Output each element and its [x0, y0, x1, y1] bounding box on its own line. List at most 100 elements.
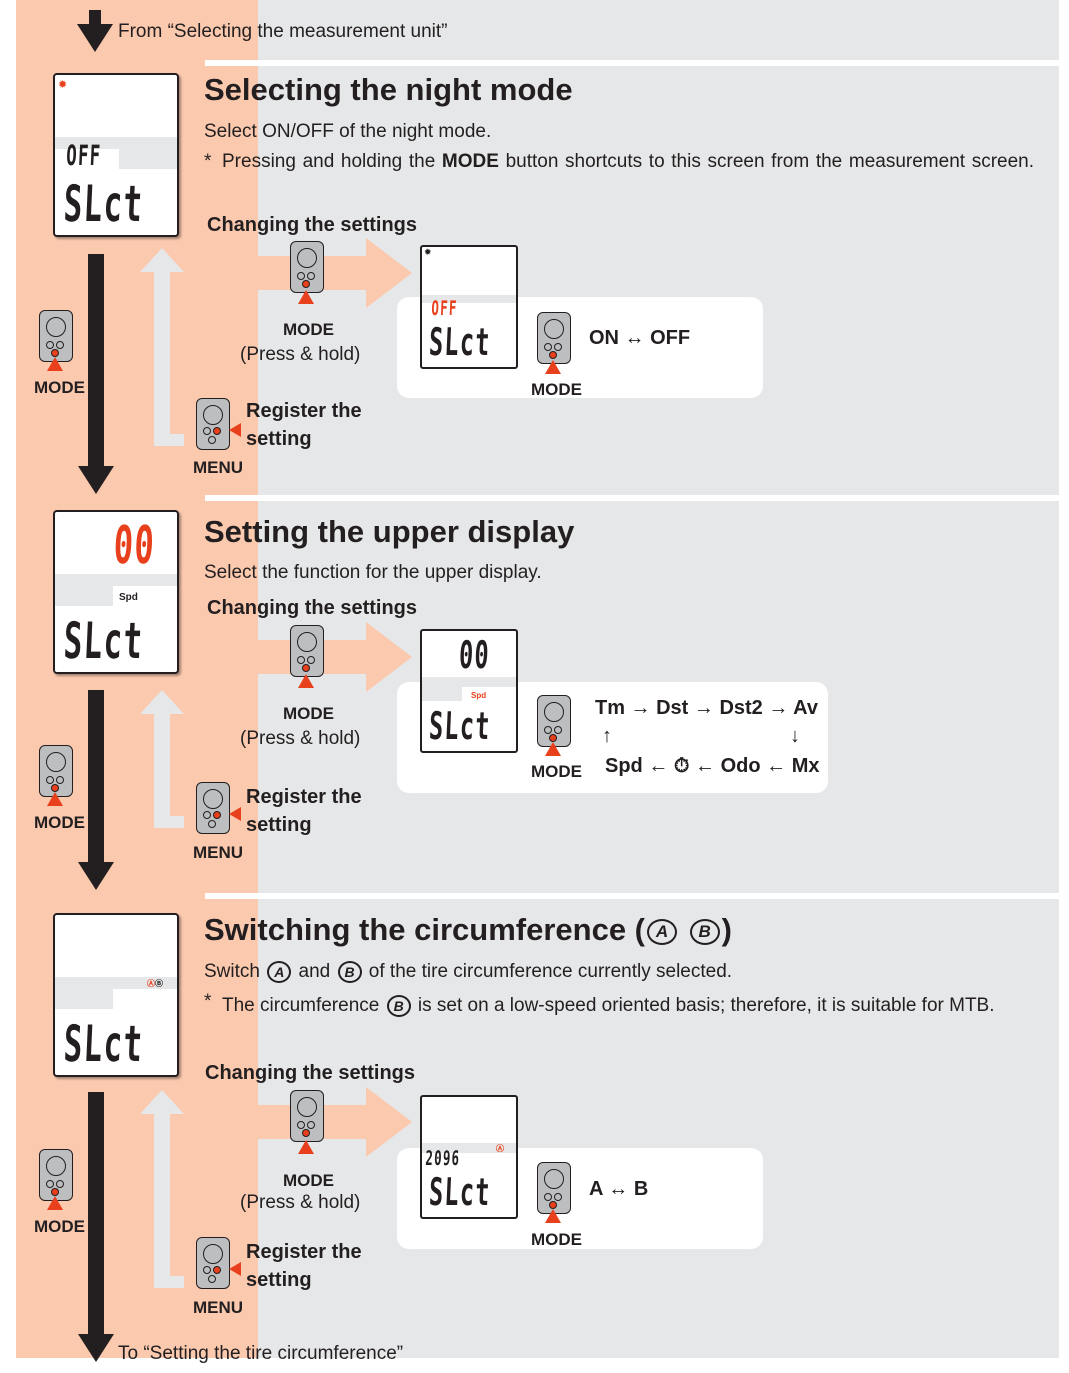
flow-arrow-shaft [89, 10, 101, 26]
flow-arrow-shaft [88, 690, 104, 866]
mode-label: MODE [531, 1230, 582, 1249]
lcd-upper-text: 00 [458, 633, 491, 677]
flow-arrow-head [77, 24, 113, 52]
press-indicator-icon [545, 1209, 561, 1223]
section-divider [205, 495, 1059, 501]
menu-label: MENU [193, 1298, 244, 1317]
cycle-down-arrow: ↓ [790, 725, 800, 747]
mode-label: MODE [34, 1217, 85, 1236]
register-label-2: setting [246, 814, 312, 836]
section-title-night-mode: Selecting the night mode [204, 72, 573, 107]
section-desc: Switch A and B of the tire circumference… [204, 961, 733, 983]
press-indicator-icon [229, 807, 241, 821]
lcd-lower-text: SLct [62, 1015, 145, 1073]
press-indicator-icon [545, 360, 561, 374]
mode-label: MODE [34, 378, 85, 397]
changing-settings-heading: Changing the settings [205, 1062, 415, 1084]
section-title-upper-display: Setting the upper display [204, 514, 575, 549]
section-desc: Select ON/OFF of the night mode. [204, 121, 492, 142]
press-indicator-icon [229, 423, 241, 437]
press-hold-label: (Press & hold) [240, 1192, 361, 1213]
mode-label: MODE [531, 380, 582, 399]
lcd-mid-text: Spd [471, 691, 487, 700]
menu-button-icon[interactable] [196, 1237, 230, 1289]
mode-button-icon[interactable] [290, 241, 324, 293]
mode-button-icon[interactable] [290, 625, 324, 677]
lcd-upper-text: 2096 [424, 1146, 461, 1170]
return-arrow [140, 1090, 184, 1288]
section-title-circumference: Switching the circumference (A B) [204, 912, 732, 947]
register-label-2: setting [246, 428, 312, 450]
flow-arrow-shaft [88, 254, 104, 470]
register-label-2: setting [246, 1269, 312, 1291]
changing-settings-heading: Changing the settings [207, 214, 417, 236]
mode-button-icon[interactable] [537, 1162, 571, 1214]
flow-arrow-head [78, 862, 114, 890]
mode-label: MODE [34, 813, 85, 832]
mode-label: MODE [531, 762, 582, 781]
flow-arrow-head [78, 1334, 114, 1362]
lcd-lower-text: SLct [428, 320, 492, 364]
menu-label: MENU [193, 458, 244, 477]
press-hold-label: (Press & hold) [240, 728, 361, 749]
mode-button-icon[interactable] [290, 1090, 324, 1142]
press-indicator-icon [298, 674, 314, 688]
cycle-text: A ↔ B [589, 1178, 649, 1200]
flow-arrow-head [78, 466, 114, 494]
menu-button-icon[interactable] [196, 782, 230, 834]
press-indicator-icon [47, 792, 63, 806]
press-indicator-icon [229, 1262, 241, 1276]
lcd-lower-text: SLct [62, 175, 145, 233]
register-label-1: Register the [246, 786, 362, 808]
mode-button-icon[interactable] [537, 312, 571, 364]
note-star: * [204, 991, 212, 1012]
mode-button-icon[interactable] [537, 695, 571, 747]
menu-button-icon[interactable] [196, 398, 230, 450]
cycle-text: ON ↔ OFF [589, 327, 691, 349]
device-screen-upper-display: 00 Spd SLct [53, 510, 179, 674]
changing-settings-heading: Changing the settings [207, 597, 417, 619]
device-screen-circumference: ⒶⒷ SLct [53, 913, 179, 1077]
mode-button-icon[interactable] [39, 745, 73, 797]
mode-label: MODE [283, 1171, 334, 1190]
note-line: Pressing and holding the MODE button sho… [222, 151, 1035, 172]
section-divider [205, 893, 1059, 899]
night-icon: ✹ [58, 79, 68, 91]
press-indicator-icon [47, 1196, 63, 1210]
note-star: * [204, 151, 212, 172]
press-indicator-icon [298, 1140, 314, 1154]
menu-label: MENU [193, 843, 244, 862]
lcd-lower-text: SLct [428, 1170, 492, 1214]
circ-indicator: Ⓐ [496, 1144, 504, 1153]
device-screen-night-mode: ✹ OFF SLct [53, 73, 179, 237]
return-arrow [140, 248, 184, 446]
press-hold-label: (Press & hold) [240, 344, 361, 365]
lcd-upper-text: 00 [112, 516, 157, 576]
return-arrow [140, 690, 184, 828]
mode-button-icon[interactable] [39, 310, 73, 362]
to-label: To “Setting the tire circumference” [118, 1343, 404, 1364]
mode-label: MODE [283, 320, 334, 339]
lcd-mid-text: Spd [119, 592, 138, 603]
register-label-1: Register the [246, 400, 362, 422]
cycle-row-2: Spd ← ⏱ ← Odo ← Mx [605, 755, 820, 777]
section-divider [205, 60, 1059, 66]
note-line: The circumference B is set on a low-spee… [222, 994, 995, 1017]
from-label: From “Selecting the measurement unit” [118, 21, 448, 42]
mode-button-icon[interactable] [39, 1149, 73, 1201]
register-label-1: Register the [246, 1241, 362, 1263]
device-screen-small: ✹ OFF SLct [420, 245, 518, 369]
flow-arrow-shaft [88, 1092, 104, 1338]
device-screen-small: 00 Spd SLct [420, 629, 518, 753]
lcd-upper-text: OFF [65, 139, 103, 172]
cycle-row-1: Tm → Dst → Dst2 → Av [595, 697, 818, 719]
orange-right-arrow [258, 1087, 412, 1157]
device-screen-small: 2096 Ⓐ SLct [420, 1095, 518, 1219]
press-indicator-icon [298, 290, 314, 304]
orange-right-arrow [258, 238, 412, 308]
press-indicator-icon [545, 742, 561, 756]
lcd-upper-text: OFF [430, 296, 459, 320]
orange-right-arrow [258, 622, 412, 692]
circ-indicator: ⒶⒷ [147, 979, 163, 988]
lcd-lower-text: SLct [428, 704, 492, 748]
